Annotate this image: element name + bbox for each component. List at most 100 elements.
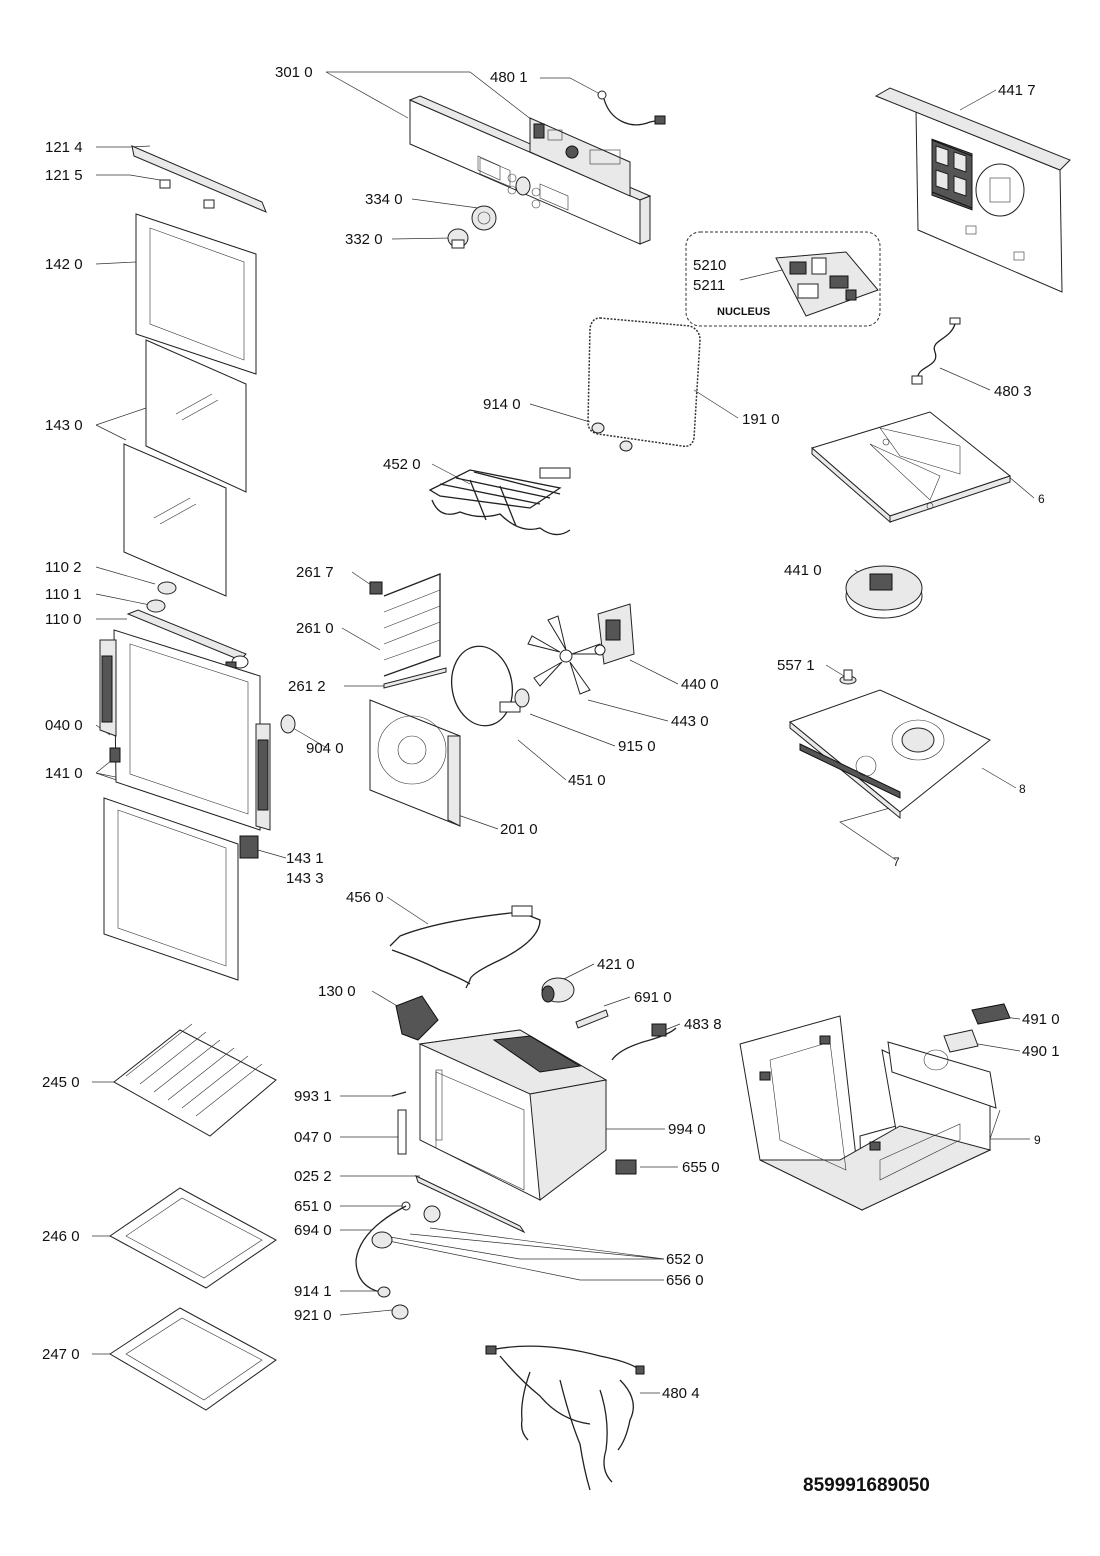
lamp-655-0 [615,1159,637,1175]
label-201-0: 201 0 [500,821,538,838]
label-247-0: 247 0 [42,1346,80,1363]
side-rack-261-0 [383,573,441,677]
label-nucleus: NUCLEUS [717,306,770,318]
label-110-1: 110 1 [45,586,81,603]
rail-261-2 [383,667,447,689]
bushing-915-0 [514,688,530,708]
inner-glass-142-0 [135,213,257,375]
label-915-0: 915 0 [618,738,656,755]
label-121-4: 121 4 [45,139,83,156]
terminal-block-491-0 [971,1003,1011,1025]
wire-480-3 [911,317,961,385]
screw-993-1 [391,1091,407,1097]
label-480-1: 480 1 [490,69,528,86]
nut-914-1 [377,1286,391,1298]
label-246-0: 246 0 [42,1228,80,1245]
bracket-047-0 [397,1109,407,1155]
label-655-0: 655 0 [682,1159,720,1176]
leader-lines [92,71,1035,1394]
label-652-0: 652 0 [666,1251,704,1268]
power-cord-483-8 [611,1023,677,1061]
base-plate-8 [788,689,991,820]
rear-panel-490-1 [887,1041,997,1109]
label-656-0: 656 0 [666,1272,704,1289]
door-lock-130-0 [395,995,439,1041]
label-6: 6 [1038,492,1045,506]
fan-motor-440-0 [594,603,635,665]
part-labels: 301 0 480 1 441 7 121 4 121 5 334 0 332 … [42,64,1060,1496]
label-914-1: 914 1 [294,1283,332,1300]
label-451-0: 451 0 [568,772,606,789]
cooling-fan-441-0 [845,565,923,619]
label-440-0: 440 0 [681,676,719,693]
baking-tray-247-0 [109,1307,277,1411]
glass-panes-143-0 [123,339,247,597]
bottom-element-456-0 [389,905,541,989]
label-110-0: 110 0 [45,611,81,628]
knob-332-0 [447,228,469,249]
knob-334-0 [471,205,497,231]
wiring-harness-480-4 [485,1345,645,1491]
label-651-0: 651 0 [294,1198,332,1215]
wire-480-1 [597,90,666,126]
label-456-0: 456 0 [346,889,384,906]
wire-shelf-245-0 [113,1023,277,1137]
lamp-parts-651-652-656 [371,1201,441,1249]
label-143-3: 143 3 [286,870,324,887]
hinge-143-1 [239,835,259,859]
label-121-5: 121 5 [45,167,83,184]
label-490-1: 490 1 [1022,1043,1060,1060]
label-694-0: 694 0 [294,1222,332,1239]
label-441-0: 441 0 [784,562,822,579]
label-334-0: 334 0 [365,191,403,208]
label-261-2: 261 2 [288,678,326,695]
grill-element-452-0 [428,467,571,536]
baking-tray-246-0 [109,1187,277,1289]
door-handle-121-4 [131,145,267,213]
label-914-0: 914 0 [483,396,521,413]
label-261-0: 261 0 [296,620,334,637]
label-5211: 5211 [693,277,725,294]
label-025-2: 025 2 [294,1168,332,1185]
hinge-parts-110 [126,581,249,671]
oven-cavity-994-0 [418,1029,608,1201]
label-452-0: 452 0 [383,456,421,473]
back-panel-441-7 [874,87,1071,293]
label-691-0: 691 0 [634,989,672,1006]
label-480-3: 480 3 [994,383,1032,400]
label-8: 8 [1019,782,1026,796]
outer-glass-door [103,797,239,981]
ring-921-0 [391,1304,409,1320]
label-143-1: 143 1 [286,850,324,867]
label-904-0: 904 0 [306,740,344,757]
label-301-0: 301 0 [275,64,313,81]
top-plate-6 [810,411,1012,524]
door-frame-141-0 [99,629,271,831]
capacitor-421-0 [541,977,575,1003]
label-5210: 5210 [693,257,726,274]
bumper-904-0 [280,714,296,734]
label-245-0: 245 0 [42,1074,80,1091]
label-443-0: 443 0 [671,713,709,730]
label-483-8: 483 8 [684,1016,722,1033]
label-7: 7 [893,855,900,869]
label-110-2: 110 2 [45,559,81,576]
nuts-914-0 [591,422,633,452]
label-141-0: 141 0 [45,765,83,782]
fan-cover-201-0 [369,699,461,827]
label-142-0: 142 0 [45,256,83,273]
label-993-1: 993 1 [294,1088,332,1105]
nucleus-board-group [685,231,881,327]
label-9: 9 [1034,1133,1041,1147]
label-491-0: 491 0 [1022,1011,1060,1028]
label-191-0: 191 0 [742,411,780,428]
label-557-1: 557 1 [777,657,815,674]
label-143-0: 143 0 [45,417,83,434]
handle-end-caps-121-5 [159,179,215,209]
control-board [529,117,631,197]
probe-694-0 [355,1205,407,1293]
label-261-7: 261 7 [296,564,334,581]
label-047-0: 047 0 [294,1129,332,1146]
bracket-490-1 [943,1029,979,1053]
